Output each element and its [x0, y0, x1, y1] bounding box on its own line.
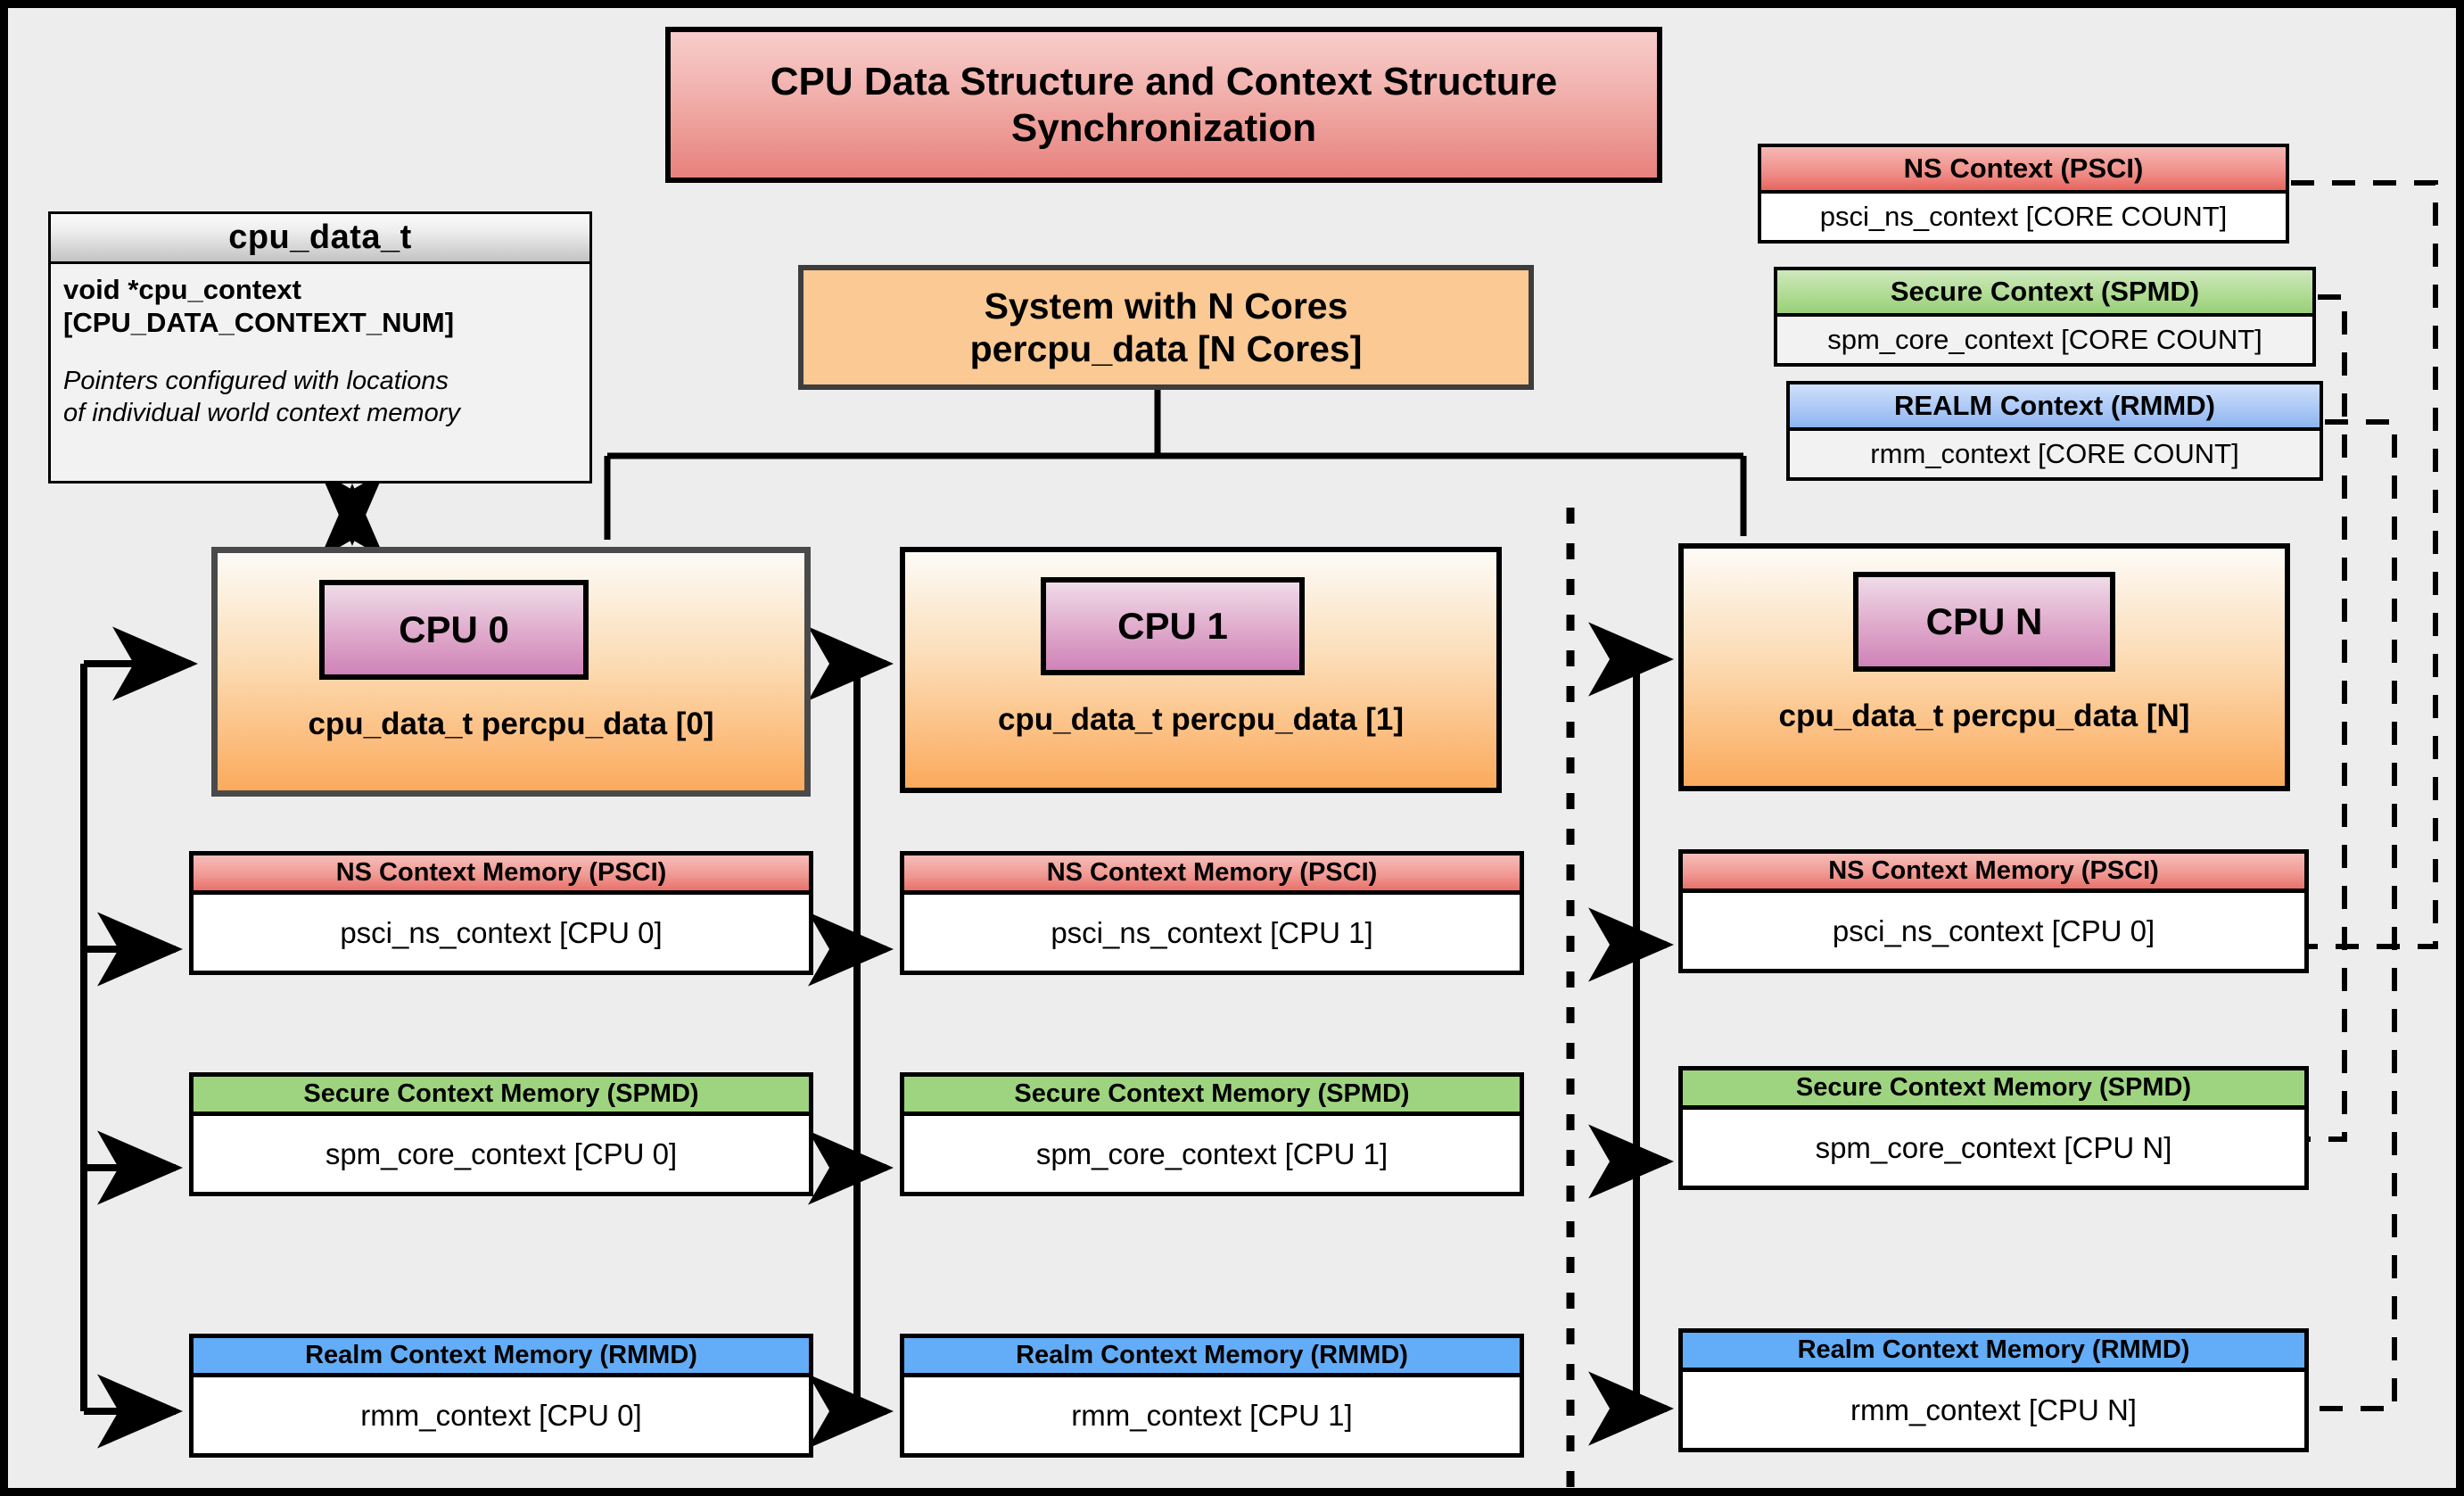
cpu-block-0: CPU 0 cpu_data_t percpu_data [0]: [211, 547, 811, 797]
cpun-context-memory-ns-header: NS Context Memory (PSCI): [1683, 854, 2304, 893]
context-def-ns-body: psci_ns_context [CORE COUNT]: [1761, 194, 2286, 240]
cpu-chip-n-label: CPU N: [1925, 600, 2043, 642]
context-def-realm: REALM Context (RMMD) rmm_context [CORE C…: [1786, 381, 2323, 481]
context-def-realm-body: rmm_context [CORE COUNT]: [1790, 431, 2320, 477]
system-node: System with N Cores percpu_data [N Cores…: [798, 265, 1534, 390]
cpu1-context-memory-ns: NS Context Memory (PSCI) psci_ns_context…: [900, 851, 1524, 975]
cpu-block-0-label: cpu_data_t percpu_data [0]: [308, 707, 714, 741]
cpu0-context-memory-secure-header: Secure Context Memory (SPMD): [194, 1077, 809, 1116]
struct-body: void *cpu_context [CPU_DATA_CONTEXT_NUM]…: [51, 264, 589, 429]
struct-note-line-1: Pointers configured with locations: [63, 367, 449, 396]
cpu-block-n-label: cpu_data_t percpu_data [N]: [1778, 698, 2190, 733]
struct-field-line-1: void *cpu_context: [63, 274, 301, 305]
context-def-realm-header: REALM Context (RMMD): [1790, 384, 2320, 431]
cpun-context-memory-realm-body: rmm_context [CPU N]: [1683, 1372, 2304, 1448]
cpun-context-memory-secure-header: Secure Context Memory (SPMD): [1683, 1070, 2304, 1110]
cpu1-context-memory-secure-header: Secure Context Memory (SPMD): [904, 1077, 1520, 1116]
cpun-context-memory-ns: NS Context Memory (PSCI) psci_ns_context…: [1678, 849, 2309, 973]
cpu1-context-memory-ns-header: NS Context Memory (PSCI): [904, 855, 1520, 895]
cpu1-context-memory-secure-body: spm_core_context [CPU 1]: [904, 1116, 1520, 1192]
cpu0-context-memory-realm-body: rmm_context [CPU 0]: [194, 1377, 809, 1453]
cpu0-context-memory-ns: NS Context Memory (PSCI) psci_ns_context…: [189, 851, 813, 975]
cpu-chip-n: CPU N: [1853, 572, 2115, 672]
context-def-ns: NS Context (PSCI) psci_ns_context [CORE …: [1758, 144, 2289, 244]
cpun-context-memory-secure: Secure Context Memory (SPMD) spm_core_co…: [1678, 1066, 2309, 1190]
cpu0-context-memory-secure: Secure Context Memory (SPMD) spm_core_co…: [189, 1072, 813, 1196]
cpu-block-n: CPU N cpu_data_t percpu_data [N]: [1678, 543, 2290, 791]
cpu1-context-memory-ns-body: psci_ns_context [CPU 1]: [904, 895, 1520, 971]
cpu1-context-memory-secure: Secure Context Memory (SPMD) spm_core_co…: [900, 1072, 1524, 1196]
diagram-title: CPU Data Structure and Context Structure…: [665, 27, 1662, 183]
cpu1-context-memory-realm-header: Realm Context Memory (RMMD): [904, 1338, 1520, 1377]
struct-field-line-2: [CPU_DATA_CONTEXT_NUM]: [63, 307, 455, 339]
context-def-secure: Secure Context (SPMD) spm_core_context […: [1774, 267, 2316, 367]
title-line-1: CPU Data Structure and Context Structure: [770, 59, 1558, 103]
cpu0-context-memory-secure-body: spm_core_context [CPU 0]: [194, 1116, 809, 1192]
cpun-context-memory-realm-header: Realm Context Memory (RMMD): [1683, 1333, 2304, 1372]
cpu-chip-0-label: CPU 0: [399, 608, 509, 650]
cpu-block-1: CPU 1 cpu_data_t percpu_data [1]: [900, 547, 1502, 793]
system-line-2: percpu_data [N Cores]: [969, 328, 1363, 369]
system-line-1: System with N Cores: [984, 285, 1348, 326]
context-def-ns-header: NS Context (PSCI): [1761, 147, 2286, 194]
cpun-context-memory-ns-body: psci_ns_context [CPU 0]: [1683, 893, 2304, 969]
title-line-2: Synchronization: [1010, 105, 1317, 150]
cpu-chip-1: CPU 1: [1041, 577, 1305, 675]
cpu1-context-memory-realm: Realm Context Memory (RMMD) rmm_context …: [900, 1334, 1524, 1458]
context-def-secure-body: spm_core_context [CORE COUNT]: [1777, 317, 2312, 363]
cpu-chip-0: CPU 0: [319, 580, 589, 680]
context-def-secure-header: Secure Context (SPMD): [1777, 270, 2312, 317]
cpu0-context-memory-realm: Realm Context Memory (RMMD) rmm_context …: [189, 1334, 813, 1458]
cpun-context-memory-realm: Realm Context Memory (RMMD) rmm_context …: [1678, 1328, 2309, 1452]
cpu-chip-1-label: CPU 1: [1117, 605, 1228, 647]
cpu-data-t-struct: cpu_data_t void *cpu_context [CPU_DATA_C…: [48, 211, 592, 484]
struct-note-line-2: of individual world context memory: [63, 398, 460, 427]
cpun-context-memory-secure-body: spm_core_context [CPU N]: [1683, 1110, 2304, 1186]
cpu0-context-memory-ns-body: psci_ns_context [CPU 0]: [194, 895, 809, 971]
struct-header: cpu_data_t: [51, 214, 589, 264]
cpu1-context-memory-realm-body: rmm_context [CPU 1]: [904, 1377, 1520, 1453]
cpu-block-1-label: cpu_data_t percpu_data [1]: [997, 702, 1405, 737]
cpu0-context-memory-ns-header: NS Context Memory (PSCI): [194, 855, 809, 895]
cpu0-context-memory-realm-header: Realm Context Memory (RMMD): [194, 1338, 809, 1377]
